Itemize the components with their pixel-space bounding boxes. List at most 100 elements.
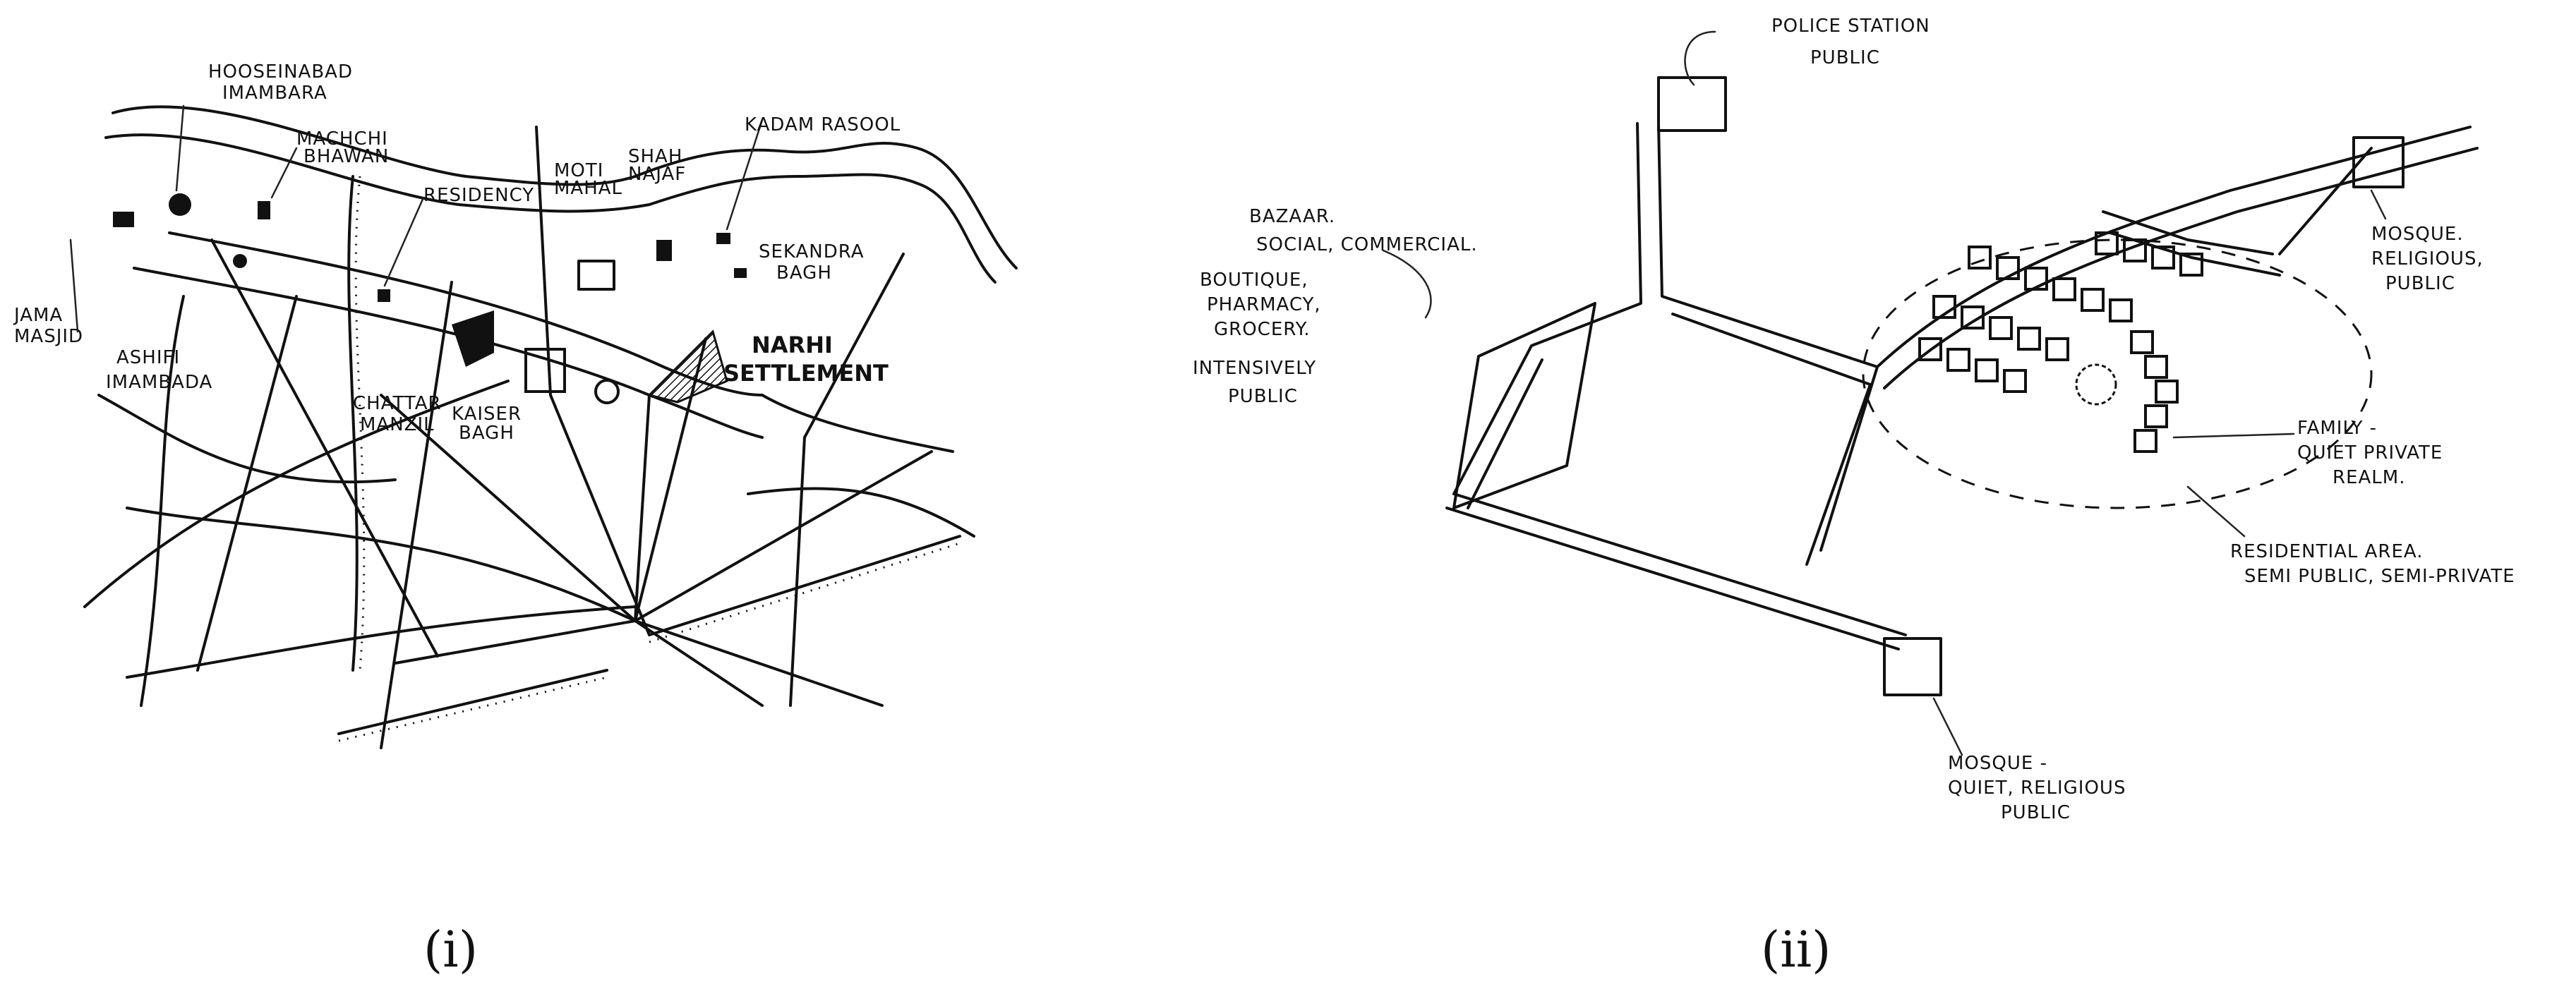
label-mosque-bottom-3: PUBLIC bbox=[2001, 802, 2071, 823]
railway-line bbox=[337, 669, 608, 735]
street bbox=[140, 295, 185, 707]
river-line bbox=[112, 105, 1018, 270]
label-chattar-1: CHATTAR bbox=[353, 393, 442, 414]
leader-line bbox=[726, 119, 764, 231]
railway-line bbox=[648, 535, 961, 636]
label-sekandra-1: SEKANDRA bbox=[759, 241, 865, 262]
label-mosque-top-3: PUBLIC bbox=[2385, 273, 2455, 294]
road-edge bbox=[1883, 147, 2479, 389]
label-kaiser-1: KAISER bbox=[452, 404, 522, 425]
street bbox=[535, 126, 651, 636]
road bbox=[1452, 122, 1642, 495]
shah-najaf-symbol bbox=[656, 240, 672, 261]
mosque-top-building bbox=[2352, 136, 2405, 188]
road-edge bbox=[1671, 313, 1872, 566]
bazaar-building bbox=[1452, 302, 1596, 509]
main-road bbox=[133, 267, 764, 439]
label-mosque-bottom-2: QUIET, RELIGIOUS bbox=[1948, 777, 2126, 799]
label-residential-2: SEMI PUBLIC, SEMI-PRIVATE bbox=[2244, 566, 2515, 587]
road bbox=[1657, 122, 1879, 552]
label-machchi-2: BHAWAN bbox=[303, 146, 389, 167]
road bbox=[1452, 492, 1907, 636]
house-blocks bbox=[1918, 231, 2203, 453]
label-family-3: REALM. bbox=[2333, 467, 2405, 488]
hooseinabad-symbol bbox=[169, 193, 191, 216]
map-panel-lucknow: HOOSEINABAD IMAMBARA MACHCHI BHAWAN RESI… bbox=[0, 0, 1101, 847]
road bbox=[2102, 210, 2274, 255]
label-police-1: POLICE STATION bbox=[1771, 16, 1930, 37]
leader-arrow bbox=[2172, 432, 2295, 439]
label-hooseinabad-1: HOOSEINABAD bbox=[208, 61, 353, 83]
leader-arrow bbox=[1684, 30, 1716, 86]
road-edge bbox=[1467, 358, 1543, 509]
label-boutique-2: PHARMACY, bbox=[1207, 294, 1321, 315]
label-narhi-1: NARHI bbox=[752, 332, 833, 358]
sekandra-bagh-symbol bbox=[734, 268, 747, 278]
jama-masjid-symbol bbox=[113, 212, 134, 227]
neighbourhood-sketch: POLICE STATION PUBLIC BAZAAR. SOCIAL, CO… bbox=[1193, 16, 2515, 823]
label-boutique-1: BOUTIQUE, bbox=[1200, 270, 1308, 291]
lucknow-sketch-map: HOOSEINABAD IMAMBARA MACHCHI BHAWAN RESI… bbox=[13, 61, 1018, 749]
street bbox=[394, 394, 651, 665]
label-machchi-1: MACHCHI bbox=[296, 128, 388, 150]
street bbox=[380, 281, 453, 749]
label-hooseinabad-2: IMAMBARA bbox=[222, 83, 327, 104]
label-jama-1: JAMA bbox=[13, 305, 63, 326]
street bbox=[83, 380, 510, 608]
label-mosque-top-2: RELIGIOUS, bbox=[2371, 248, 2484, 270]
residential-boundary bbox=[1862, 238, 2373, 509]
label-jama-2: MASJID bbox=[14, 326, 83, 347]
street bbox=[761, 394, 954, 453]
panel-caption-ii: (ii) bbox=[1761, 921, 1831, 979]
street bbox=[97, 394, 397, 484]
label-boutique-4: INTENSIVELY bbox=[1193, 358, 1316, 379]
label-residency: RESIDENCY bbox=[423, 185, 534, 206]
leader-arrow bbox=[1382, 249, 1432, 319]
police-station-building bbox=[1657, 76, 1727, 132]
label-mosque-bottom-1: MOSQUE - bbox=[1948, 753, 2047, 774]
label-bazaar-1: BAZAAR. bbox=[1249, 206, 1335, 227]
label-kaiser-2: BAGH bbox=[459, 423, 514, 444]
label-moti-1: MOTI bbox=[554, 160, 603, 181]
label-moti-2: MAHAL bbox=[554, 178, 622, 199]
narhi-settlement-area bbox=[647, 329, 728, 404]
mosque-bottom-building bbox=[1883, 637, 1942, 696]
leader-line bbox=[69, 238, 79, 333]
leader-line bbox=[383, 196, 425, 287]
panel-caption-i: (i) bbox=[423, 921, 479, 979]
label-sekandra-2: BAGH bbox=[776, 262, 832, 284]
tree-symbol bbox=[2075, 363, 2117, 406]
label-residential-1: RESIDENTIAL AREA. bbox=[2230, 541, 2424, 562]
leader-arrow bbox=[1932, 697, 1963, 756]
leader-arrow bbox=[2370, 189, 2387, 220]
label-ashifi-1: ASHIFI bbox=[116, 347, 180, 368]
railway-line bbox=[347, 175, 359, 672]
kadam-rasool-symbol bbox=[716, 233, 730, 244]
river-bank-line bbox=[104, 133, 997, 284]
street bbox=[789, 253, 905, 707]
label-shah-najaf-2: NAJAF bbox=[628, 164, 686, 185]
neighbourhood-diagram-panel: POLICE STATION PUBLIC BAZAAR. SOCIAL, CO… bbox=[1172, 0, 2576, 847]
label-ashifi-2: IMAMBADA bbox=[106, 372, 212, 393]
label-boutique-3: GROCERY. bbox=[1214, 319, 1311, 340]
road bbox=[2278, 147, 2373, 255]
roundabout bbox=[594, 379, 620, 404]
moti-mahal-symbol bbox=[577, 260, 615, 291]
street bbox=[210, 238, 439, 658]
street bbox=[126, 507, 637, 622]
ashifi-symbol bbox=[233, 254, 247, 268]
street bbox=[196, 295, 298, 672]
railway-ties bbox=[338, 676, 608, 742]
label-shah-najaf-1: SHAH bbox=[628, 146, 682, 167]
label-police-2: PUBLIC bbox=[1810, 47, 1880, 68]
residency-symbol bbox=[378, 289, 390, 302]
street bbox=[634, 619, 884, 707]
chattar-manzil-symbol bbox=[452, 310, 494, 367]
label-kadam-rasool: KADAM RASOOL bbox=[745, 114, 901, 135]
kaiser-bagh-symbol bbox=[524, 348, 566, 393]
street bbox=[747, 487, 975, 538]
leader-line bbox=[270, 147, 298, 199]
label-bazaar-2: SOCIAL, COMMERCIAL. bbox=[1256, 234, 1478, 255]
label-boutique-5: PUBLIC bbox=[1228, 386, 1298, 407]
label-family-1: FAMILY - bbox=[2297, 418, 2377, 439]
